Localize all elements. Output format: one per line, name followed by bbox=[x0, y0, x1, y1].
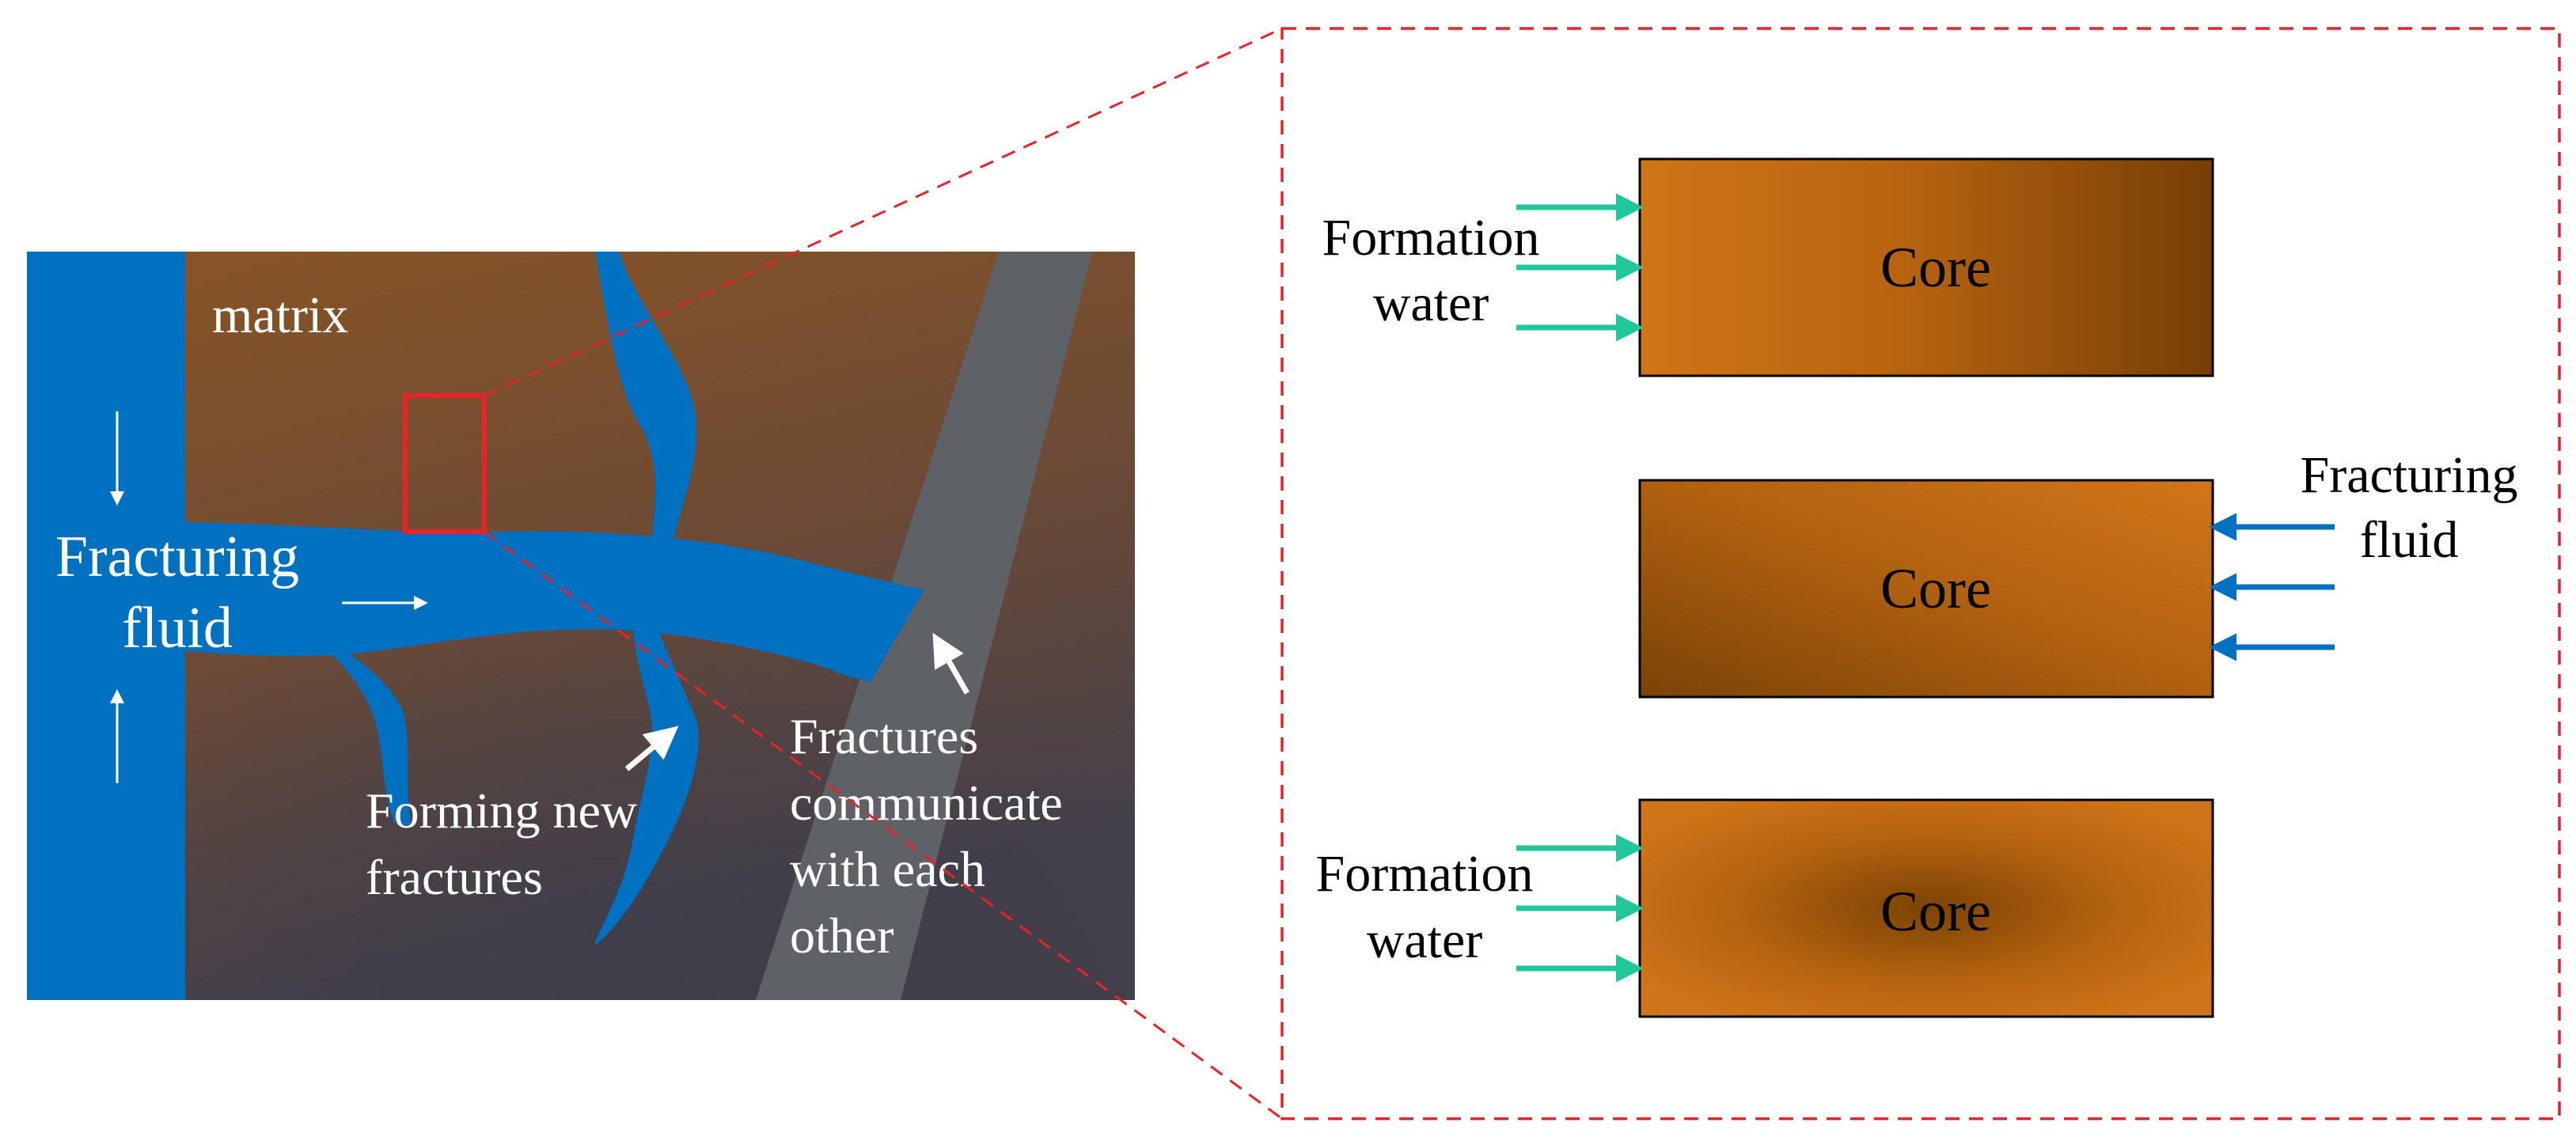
core-experiment-panel: Core Formation water Core Fracturing flu… bbox=[1280, 27, 2561, 1120]
zoom-detail-frame bbox=[1280, 27, 2561, 1120]
core-2-side-label-line2: fluid bbox=[2360, 511, 2459, 569]
core-2-label: Core bbox=[1880, 557, 1991, 620]
lower-left-branch-fracture bbox=[332, 647, 412, 827]
reservoir-panel: matrix Fracturing fluid Forming new frac… bbox=[27, 252, 1135, 1000]
fracturing-fluid-label-line1: Fracturing bbox=[55, 525, 299, 589]
new-fractures-label-line2: fractures bbox=[366, 849, 543, 905]
core-3-side-label-line2: water bbox=[1367, 911, 1483, 969]
communicate-label-line3: with each bbox=[790, 841, 985, 897]
upper-branch-fracture bbox=[595, 252, 696, 546]
core-1-side-label-line1: Formation bbox=[1322, 209, 1540, 267]
communicate-label-line2: communicate bbox=[790, 775, 1063, 831]
main-hydraulic-fracture bbox=[182, 522, 924, 682]
new-fracture-pointer-icon bbox=[624, 726, 679, 771]
fracturing-fluid-label-line2: fluid bbox=[122, 596, 233, 661]
core-1-label: Core bbox=[1880, 236, 1991, 299]
fracturing-fluid-column bbox=[27, 252, 185, 1000]
zoom-connector-top bbox=[484, 27, 1283, 397]
core-3-label: Core bbox=[1880, 880, 1991, 943]
zoom-selection-box bbox=[403, 393, 487, 534]
lower-middle-branch-fracture bbox=[594, 609, 699, 946]
core-sample-1 bbox=[1638, 157, 2214, 377]
communicate-pointer-icon bbox=[932, 632, 970, 695]
core-1-side-label-line2: water bbox=[1373, 275, 1489, 332]
core-sample-3 bbox=[1638, 798, 2214, 1018]
communicate-label-line4: other bbox=[790, 907, 894, 964]
matrix-label: matrix bbox=[212, 286, 348, 344]
new-fractures-label-line1: Forming new bbox=[366, 782, 637, 839]
core-3-side-label-line1: Formation bbox=[1316, 845, 1534, 903]
natural-fracture-band bbox=[756, 252, 1092, 1000]
core-sample-2 bbox=[1638, 479, 2214, 699]
communicate-label-line1: Fractures bbox=[790, 708, 978, 764]
core-2-side-label-line1: Fracturing bbox=[2301, 446, 2518, 504]
